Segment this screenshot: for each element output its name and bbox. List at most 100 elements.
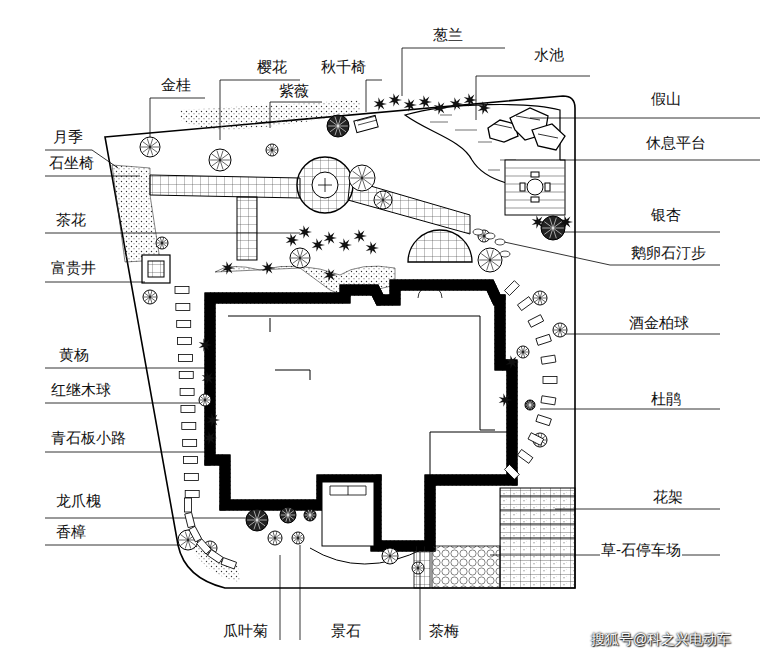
- plant-label: 紫薇: [278, 82, 310, 100]
- shrub-symbol: [506, 355, 519, 369]
- plant-label: 草-石停车场: [600, 541, 682, 559]
- shrub-symbol: [202, 371, 215, 385]
- shrub-symbol: [199, 338, 212, 352]
- tree-symbol: [209, 149, 231, 171]
- plant-label: 黄杨: [58, 346, 90, 364]
- shrub-symbol: [374, 97, 387, 111]
- plant-label: 樱花: [256, 58, 288, 76]
- stepping-stone: [528, 315, 544, 328]
- plant-label: 秋千椅: [320, 58, 367, 76]
- plant-label: 茶花: [55, 211, 87, 229]
- pebble-step: [485, 233, 495, 239]
- house: [210, 285, 512, 564]
- plant-label: 景石: [330, 622, 362, 640]
- stepping-stone: [185, 498, 192, 512]
- pergola-parking: [500, 488, 575, 588]
- tree-symbol: [280, 507, 296, 523]
- plant-label: 金桂: [160, 76, 192, 94]
- plant-label: 月季: [52, 128, 84, 146]
- shrub-symbol: [286, 233, 299, 247]
- plant-label: 香樟: [55, 523, 87, 541]
- stepping-stone: [178, 338, 192, 345]
- shrub-symbol: [299, 225, 312, 239]
- tree-symbol: [140, 137, 160, 157]
- shrub-symbol: [339, 238, 352, 252]
- stepping-stone: [504, 464, 519, 479]
- stepping-stone: [536, 415, 551, 426]
- plant-label: 水池: [533, 46, 565, 64]
- tree-symbol: [525, 400, 535, 410]
- shrub-symbol: [434, 101, 447, 115]
- stepping-stone: [175, 287, 189, 294]
- tree-symbol: [478, 248, 502, 272]
- stepping-stone: [180, 389, 194, 396]
- tree-symbol: [292, 532, 304, 544]
- shrub-symbol: [262, 261, 275, 275]
- pebble-step: [473, 229, 483, 235]
- plant-label: 假山: [650, 90, 682, 108]
- tree-symbol: [246, 509, 268, 531]
- shrub-symbol: [532, 215, 545, 229]
- plant-label: 瓜叶菊: [222, 622, 269, 640]
- plant-label: 鹅卵石汀步: [630, 244, 707, 262]
- stepping-stone: [208, 550, 224, 564]
- tree-symbol: [290, 248, 310, 268]
- shrub-symbol: [478, 101, 491, 115]
- stepping-stone: [504, 281, 519, 296]
- site-boundary: [105, 96, 575, 588]
- tree-symbol: [266, 144, 278, 156]
- tree-symbol: [382, 548, 398, 564]
- plant-label: 酒金柏球: [628, 314, 690, 332]
- shrub-symbol: [354, 229, 367, 243]
- swing-bench: [354, 115, 378, 132]
- shrub-symbol: [450, 97, 463, 111]
- stepping-stone: [185, 512, 195, 527]
- tree-symbol: [304, 509, 316, 521]
- grass-stone-paving: [432, 546, 500, 588]
- tree-symbol: [349, 165, 375, 191]
- shrub-symbol: [204, 431, 217, 445]
- stepping-stone: [178, 355, 192, 362]
- rest-platform: [505, 160, 565, 215]
- shrub-symbol: [404, 98, 417, 112]
- stepping-stone: [541, 396, 556, 405]
- stepping-stone: [517, 297, 532, 311]
- shrub-symbol: [207, 413, 220, 427]
- tree-symbol: [156, 237, 168, 249]
- stepping-stone: [184, 457, 198, 464]
- tree-symbol: [533, 291, 547, 305]
- plant-label: 休息平台: [645, 134, 707, 152]
- stepping-stone: [536, 334, 551, 345]
- tree-symbol: [143, 290, 157, 304]
- tree-symbol: [553, 323, 567, 337]
- plant-label: 葱兰: [432, 26, 464, 44]
- tree-symbol: [412, 562, 424, 574]
- plant-label: 茶梅: [428, 622, 460, 640]
- shrub-symbol: [419, 95, 432, 109]
- shrub-symbol: [324, 231, 337, 245]
- stepping-stone: [182, 423, 196, 430]
- tree-symbol: [327, 115, 349, 137]
- plant-label: 杜鹃: [650, 390, 682, 408]
- pebble-step: [495, 239, 505, 245]
- pond: [405, 105, 560, 188]
- plant-label: 龙爪槐: [55, 492, 102, 510]
- half-plaza: [405, 228, 475, 264]
- pebble-step: [500, 251, 510, 257]
- plant-label: 银杏: [650, 206, 682, 224]
- plant-symbols: [140, 93, 573, 574]
- tree-symbol: [268, 531, 282, 545]
- plant-label: 石坐椅: [48, 154, 95, 172]
- stepping-stone: [185, 491, 199, 498]
- shrub-symbol: [222, 261, 235, 275]
- paved-path: [150, 175, 300, 198]
- pergola: [500, 496, 575, 538]
- plant-label: 富贵井: [50, 259, 97, 277]
- stepping-stone: [183, 440, 197, 447]
- plant-label: 花架: [652, 488, 684, 506]
- plant-label: 红继木球: [50, 381, 112, 399]
- stepping-stone: [541, 355, 556, 364]
- round-plaza: [295, 155, 355, 215]
